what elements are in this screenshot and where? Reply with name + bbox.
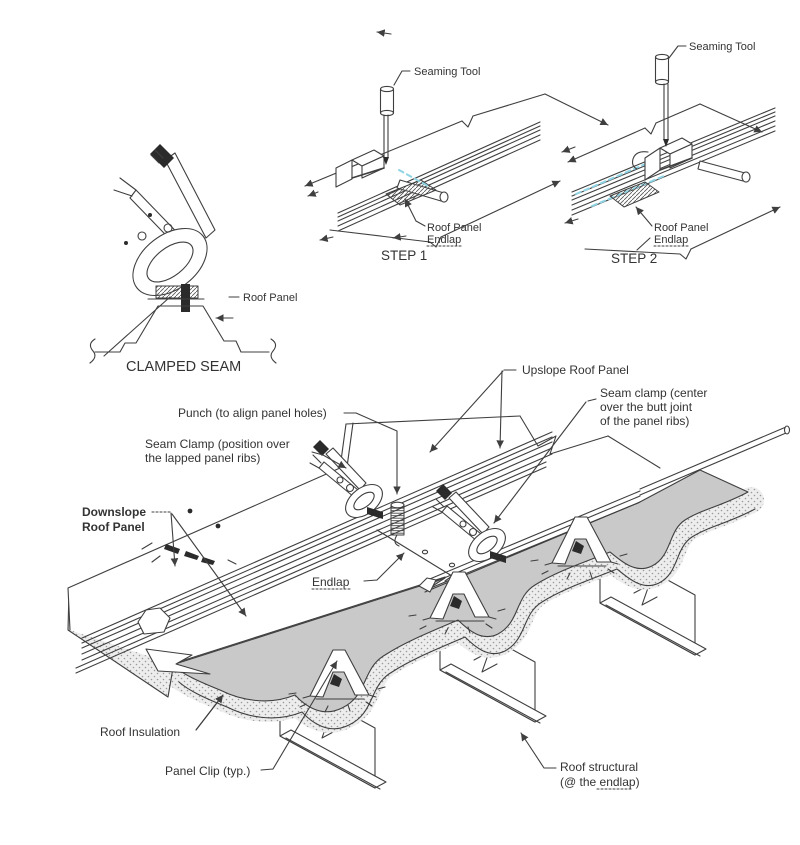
label-roof-panel: Roof Panel	[654, 222, 708, 234]
label-panel-clip: Panel Clip (typ.)	[165, 764, 250, 778]
label-roof-panel: Roof Panel	[427, 222, 481, 234]
panel-hole	[448, 562, 456, 568]
edge-break-notch	[145, 648, 211, 675]
label-downslope-1: Downslope	[82, 505, 146, 519]
label-downslope-2: Roof Panel	[82, 520, 145, 534]
panel-hole	[421, 549, 429, 555]
label-upslope-roof-panel: Upslope Roof Panel	[522, 363, 629, 377]
seam-rail	[337, 121, 541, 232]
punch-tool	[390, 501, 405, 547]
leader-endlap	[404, 198, 426, 227]
label-roof-panel: Roof Panel	[243, 292, 297, 304]
seaming-tool	[654, 53, 670, 147]
sealant-line	[398, 169, 429, 187]
seamer-body	[631, 137, 751, 183]
figure-clamped-seam: Roof Panel CLAMPED SEAM	[89, 144, 297, 375]
label-endlap: Endlap	[654, 234, 688, 246]
panel-break-zigzag	[519, 415, 609, 455]
leader-endlap	[635, 206, 653, 227]
label-seam-clamp-center-1: Seam clamp (center	[600, 386, 707, 400]
panel-outline	[561, 103, 781, 260]
figure-step1: Seaming Tool Roof Panel Endlap STEP 1	[304, 29, 609, 263]
label-seam-clamp-center-2: over the butt joint	[600, 400, 693, 414]
loose-fasteners	[141, 508, 237, 565]
label-seaming-tool: Seaming Tool	[689, 41, 755, 53]
caption-clamped-seam: CLAMPED SEAM	[126, 359, 241, 375]
endlap-hatch	[385, 179, 437, 206]
rib-end-cap	[137, 607, 171, 635]
label-endlap: Endlap	[312, 575, 350, 589]
crank-handle	[697, 160, 746, 182]
seaming-tool	[379, 85, 395, 165]
label-seam-clamp-position-1: Seam Clamp (position over	[145, 437, 290, 451]
label-roof-structural-2: (@ the endlap)	[560, 775, 640, 789]
label-punch: Punch (to align panel holes)	[178, 406, 327, 420]
panel-outline	[304, 93, 609, 248]
locking-clamp-tool	[103, 144, 216, 357]
caption-step2: STEP 2	[611, 251, 657, 266]
endlap-hatch	[609, 181, 660, 208]
figure-step2: Seaming Tool Roof Panel Endlap STEP 2	[561, 41, 781, 266]
label-seaming-tool: Seaming Tool	[414, 66, 480, 78]
seam-profile	[89, 305, 277, 364]
label-roof-structural-1: Roof structural	[560, 760, 638, 774]
caption-step1: STEP 1	[381, 248, 427, 263]
main-seam-rib	[75, 431, 553, 674]
label-seam-clamp-position-2: the lapped panel ribs)	[145, 451, 260, 465]
leader-seaming-tool	[668, 45, 687, 59]
label-endlap: Endlap	[427, 234, 461, 246]
leader-seaming-tool	[393, 70, 411, 86]
label-roof-insulation: Roof Insulation	[100, 725, 180, 739]
label-seam-clamp-center-3: of the panel ribs)	[600, 414, 689, 428]
figure-assembly: Upslope Roof Panel Seam clamp (center ov…	[67, 363, 791, 790]
assembly-labels: Upslope Roof Panel Seam clamp (center ov…	[82, 363, 707, 790]
break-arrow	[376, 29, 392, 37]
